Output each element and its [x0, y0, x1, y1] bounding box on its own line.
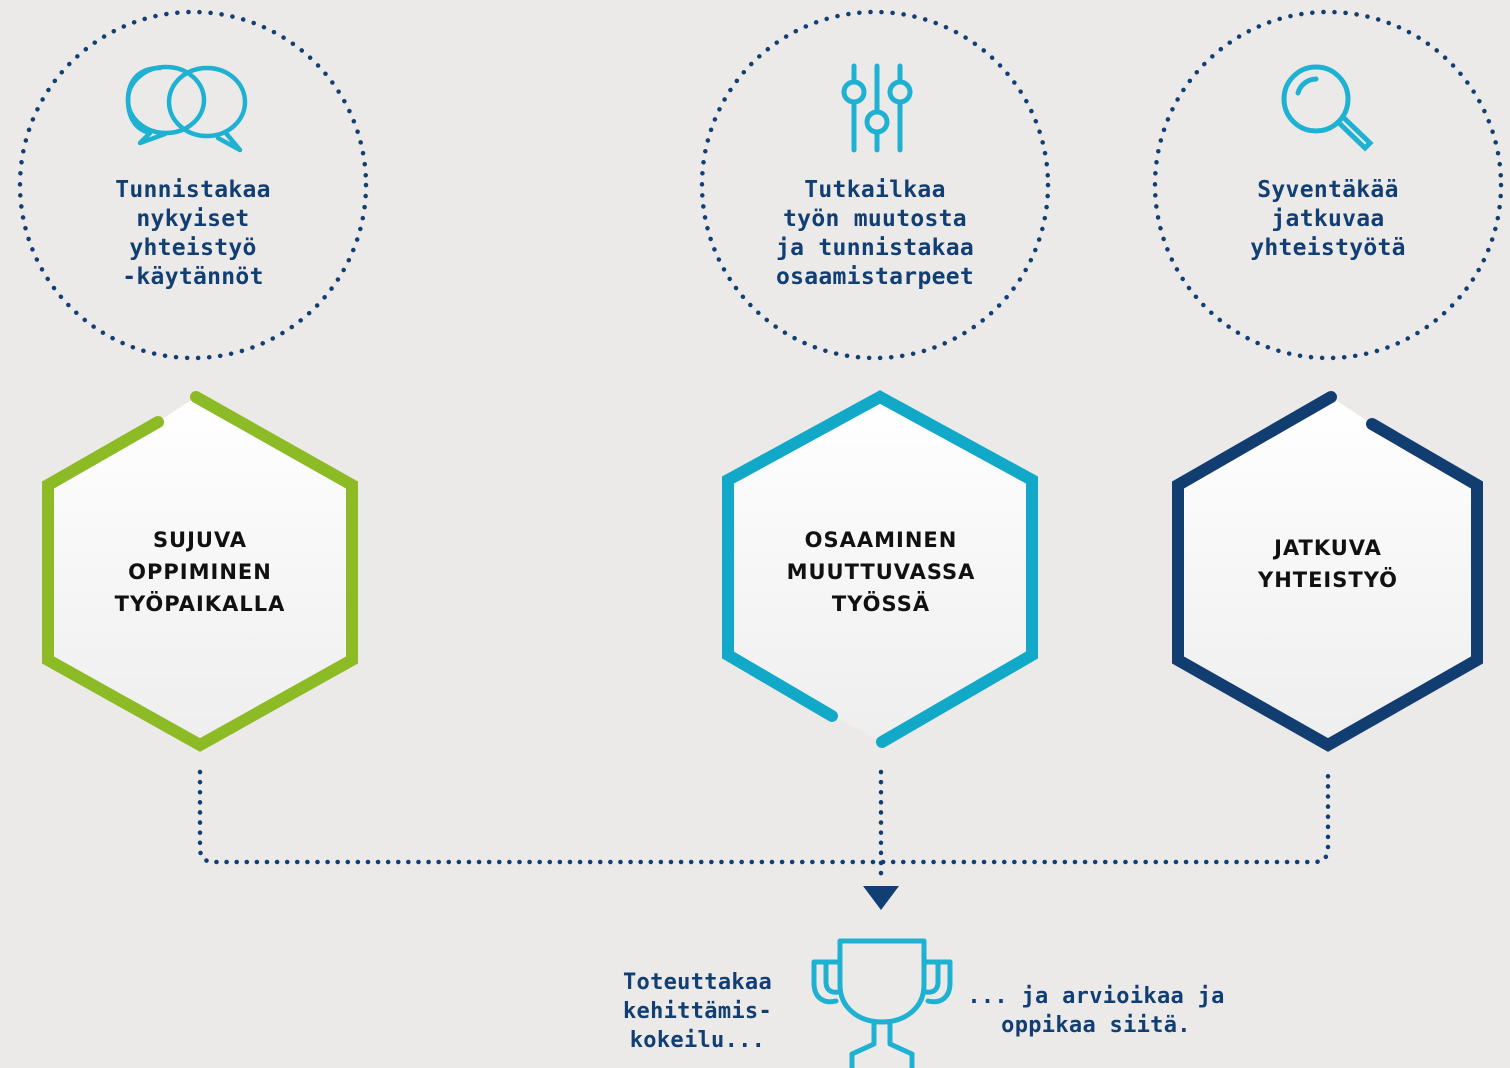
- step-1-dotted-circle: [17, 9, 369, 361]
- hexagon-green: [42, 391, 358, 752]
- magnifier-icon: [1281, 64, 1374, 152]
- step-2-dotted-circle: [699, 9, 1051, 361]
- trophy-icon: [811, 938, 953, 1068]
- dotted-connector: [197, 769, 1331, 865]
- outcome-left-text: Toteuttakaa kehittämis- kokeilu...: [623, 970, 772, 1053]
- step-2-circle-text: Tutkailkaa työn muutosta ja tunnistakaa …: [775, 177, 975, 290]
- hexagon-green-text: SUJUVA OPPIMINEN TYÖPAIKALLA: [114, 528, 286, 616]
- sliders-icon: [841, 63, 913, 153]
- step-1-circle-text: Tunnistakaa nykyiset yhteistyö -käytännö…: [115, 177, 271, 290]
- step-3-circle-text: Syventäkää jatkuvaa yhteistyötä: [1250, 177, 1406, 261]
- outcome-right-text: ... ja arvioikaa ja oppikaa siitä.: [967, 984, 1225, 1038]
- hexagon-navy-text: JATKUVA YHTEISTYÖ: [1257, 536, 1399, 592]
- step-3-dotted-circle: [1152, 9, 1504, 361]
- down-arrow-icon: [863, 886, 899, 910]
- hexagon-cyan: [722, 390, 1038, 748]
- speech-bubbles-icon: [125, 64, 248, 153]
- hexagon-cyan-text: OSAAMINEN MUUTTUVASSA TYÖSSÄ: [786, 528, 976, 616]
- hexagon-navy: [1172, 391, 1483, 752]
